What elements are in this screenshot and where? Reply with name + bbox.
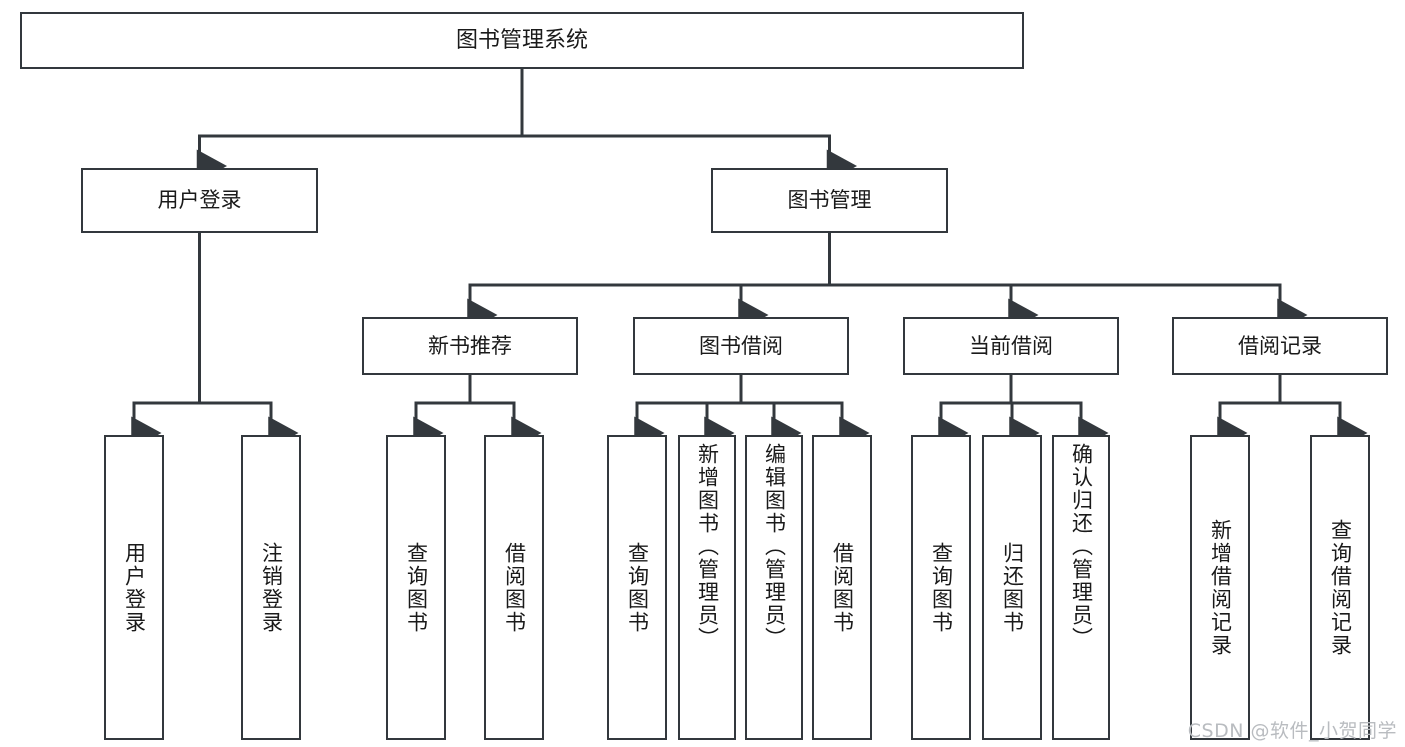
- watermark-text: CSDN @软件_小贺同学: [1187, 720, 1397, 742]
- node-label: 查询借阅记录: [1328, 518, 1353, 657]
- node-label: 图书管理: [787, 188, 872, 213]
- node-label: 用户登录: [157, 188, 242, 213]
- node-label: 注销登录: [259, 541, 284, 634]
- node-label: 查询图书: [404, 541, 429, 634]
- node-book-borrow[interactable]: 图书借阅: [633, 317, 849, 375]
- node-label: 新增图书（管理员）: [695, 443, 720, 650]
- node-leaf-add-book[interactable]: 新增图书（管理员）: [678, 435, 736, 740]
- node-label: 新增借阅记录: [1208, 518, 1233, 657]
- node-leaf-logout[interactable]: 注销登录: [241, 435, 301, 740]
- node-label: 查询图书: [625, 541, 650, 634]
- node-leaf-query-record[interactable]: 查询借阅记录: [1310, 435, 1370, 740]
- node-leaf-return-book[interactable]: 归还图书: [982, 435, 1042, 740]
- node-label: 编辑图书（管理员）: [762, 443, 787, 650]
- node-label: 用户登录: [122, 541, 147, 634]
- node-label: 借阅记录: [1238, 333, 1322, 358]
- node-label: 查询图书: [929, 541, 954, 634]
- node-leaf-query-book-borrow[interactable]: 查询图书: [607, 435, 667, 740]
- node-leaf-borrow-book[interactable]: 借阅图书: [812, 435, 872, 740]
- node-label: 归还图书: [1000, 541, 1025, 634]
- node-label: 图书借阅: [699, 333, 783, 358]
- node-leaf-query-book-current[interactable]: 查询图书: [911, 435, 971, 740]
- node-label: 确认归还（管理员）: [1069, 443, 1094, 650]
- node-leaf-query-book-rec[interactable]: 查询图书: [386, 435, 446, 740]
- node-current-borrow[interactable]: 当前借阅: [903, 317, 1119, 375]
- node-user-login[interactable]: 用户登录: [81, 168, 318, 233]
- node-label: 新书推荐: [428, 333, 512, 358]
- node-label: 借阅图书: [830, 541, 855, 634]
- node-label: 图书管理系统: [455, 27, 588, 53]
- node-label: 借阅图书: [502, 541, 527, 634]
- node-new-book-rec[interactable]: 新书推荐: [362, 317, 578, 375]
- node-leaf-edit-book[interactable]: 编辑图书（管理员）: [745, 435, 803, 740]
- node-label: 当前借阅: [969, 333, 1053, 358]
- node-leaf-add-record[interactable]: 新增借阅记录: [1190, 435, 1250, 740]
- node-leaf-borrow-book-rec[interactable]: 借阅图书: [484, 435, 544, 740]
- node-book-manage[interactable]: 图书管理: [711, 168, 948, 233]
- node-root[interactable]: 图书管理系统: [20, 12, 1024, 69]
- node-leaf-user-login[interactable]: 用户登录: [104, 435, 164, 740]
- node-leaf-confirm-return[interactable]: 确认归还（管理员）: [1052, 435, 1110, 740]
- node-borrow-record[interactable]: 借阅记录: [1172, 317, 1388, 375]
